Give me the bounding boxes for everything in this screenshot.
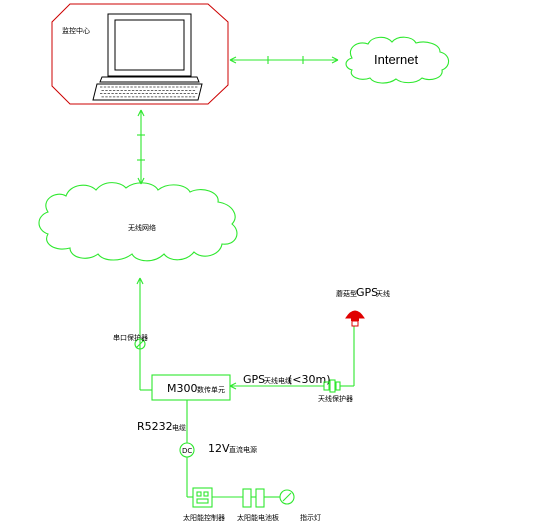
- serial-protector-icon: [134, 338, 146, 350]
- wireless-link: [137, 109, 145, 185]
- gps-antenna-prefix: 蘑菇型: [336, 289, 357, 298]
- rs232-label: R5232: [137, 420, 173, 433]
- m300-suffix: 数传单元: [197, 385, 225, 394]
- dc-label: DC: [182, 447, 192, 455]
- internet-link: [229, 56, 339, 64]
- m300-model: M300: [167, 382, 198, 395]
- internet-label: Internet: [374, 52, 418, 67]
- battery-icon: [242, 488, 265, 508]
- gps-cable-detail: 天线电缆: [264, 376, 292, 385]
- serial-protector-label: 串口保护器: [113, 333, 148, 342]
- gps-antenna-suffix: 天线: [376, 289, 390, 298]
- gps-cable: [229, 326, 355, 390]
- power-label: 直流电源: [229, 445, 257, 454]
- computer-icon: [92, 13, 203, 101]
- wireless-network-cloud: [38, 182, 238, 262]
- wireless-network-label: 无线网络: [128, 223, 156, 232]
- gps-antenna-icon: [345, 310, 365, 327]
- monitor-center-frame: [51, 3, 229, 105]
- power-voltage: 12V: [208, 442, 230, 455]
- m300-unit: [151, 374, 231, 401]
- monitor-center-label: 监控中心: [62, 26, 90, 35]
- rs232-suffix: 电缆: [172, 423, 186, 432]
- solar-controller-label: 太阳能控制器: [183, 513, 225, 522]
- battery-label: 太阳能电池板: [237, 513, 279, 522]
- gps-protector-label: 天线保护器: [318, 394, 353, 403]
- gps-cable-length: (<30m): [288, 373, 331, 386]
- solar-controller-icon: [192, 487, 213, 508]
- network-device-link: [136, 277, 152, 391]
- gps-protector-icon: [323, 379, 341, 393]
- gps-cable-label: GPS: [243, 373, 265, 386]
- indicator-light-icon: [279, 489, 295, 505]
- internet-cloud: [345, 36, 450, 84]
- indicator-light-label: 指示灯: [300, 513, 321, 522]
- gps-antenna-label: GPS: [356, 286, 378, 299]
